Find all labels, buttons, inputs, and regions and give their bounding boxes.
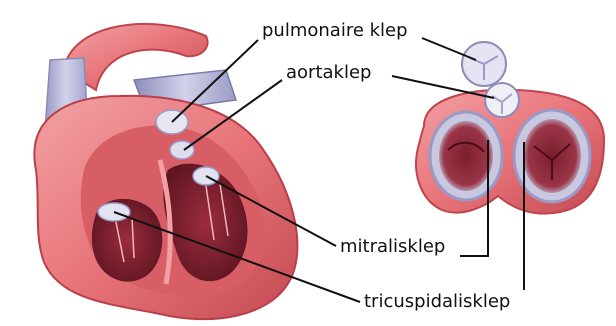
tricuspid-valve-label: tricuspidalisklep bbox=[364, 293, 510, 311]
aortic-valve-shape bbox=[485, 83, 519, 117]
heart-cutaway-illustration bbox=[34, 24, 297, 319]
valve-plane-illustration bbox=[416, 42, 604, 214]
tricuspid-valve-opening bbox=[514, 110, 590, 202]
mitral-valve-opening bbox=[430, 112, 502, 200]
mitral-valve-label: mitralisklep bbox=[340, 238, 445, 256]
pulmonary-valve-label: pulmonaire klep bbox=[262, 22, 408, 40]
pulmonary-valve-shape bbox=[462, 42, 506, 86]
aortic-valve-label: aortaklep bbox=[286, 64, 371, 82]
